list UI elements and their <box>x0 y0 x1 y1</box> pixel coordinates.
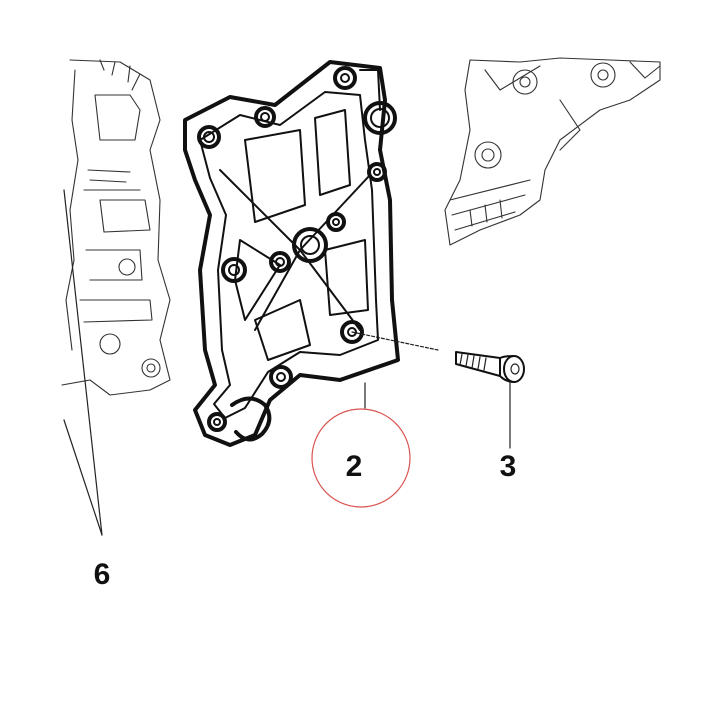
callout-3-label: 3 <box>500 450 517 483</box>
engine-part-right <box>444 57 661 246</box>
cover-gasket <box>183 60 400 447</box>
leader-lines <box>63 189 511 536</box>
engine-block-left <box>61 59 171 396</box>
leader-line-6b <box>63 419 103 536</box>
socket-head-bolt <box>351 331 525 383</box>
leader-line-6a <box>63 189 103 536</box>
callout-6-label: 6 <box>94 558 111 591</box>
callout-2-label: 2 <box>346 450 363 483</box>
callout-2-highlight-circle <box>311 408 411 508</box>
